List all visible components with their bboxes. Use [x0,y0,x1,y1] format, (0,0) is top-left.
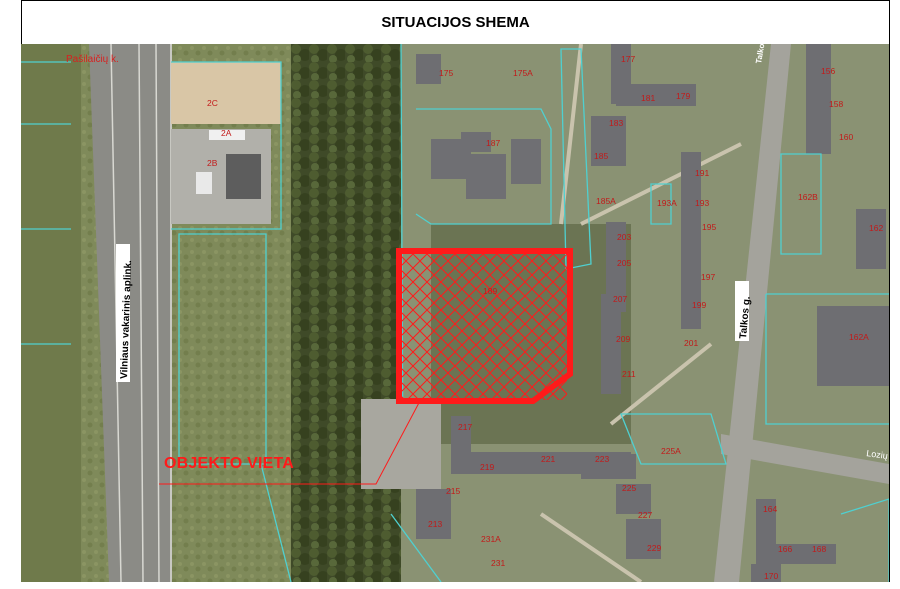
talkos-label-bg [735,281,749,341]
building-number: 189 [483,286,497,296]
building-number: 207 [613,294,627,304]
building-number: 162 [869,223,883,233]
building-number: 191 [695,168,709,178]
building-number: 209 [616,334,630,344]
building-number: 156 [821,66,835,76]
object-boundary [396,248,573,404]
parking-area [361,399,441,489]
lozu-road [721,434,889,484]
street-talkos: Talkos g. [738,296,753,340]
building-number: 203 [617,232,631,242]
building-number: 177 [621,54,635,64]
forest-left [21,44,81,582]
building-number: 225 [622,483,636,493]
building-number: 2C [207,98,218,108]
street-pasilaiciu: Pašilaičių k. [66,54,119,65]
building-number: 223 [595,454,609,464]
building-number: 215 [446,486,460,496]
building-number: 193A [657,198,677,208]
building-number: 205 [617,258,631,268]
building-number: 217 [458,422,472,432]
building-number: 229 [647,543,661,553]
building-number: 2A [221,128,232,138]
parcel-lines [21,44,889,582]
page-title: SITUACIJOS SHEMA [22,1,889,45]
building-number: 187 [486,138,500,148]
building-number: 185 [594,151,608,161]
canopy-2 [209,130,245,140]
building-number: 219 [480,462,494,472]
building-number: 211 [622,369,636,379]
bottom-margin [0,582,900,589]
building-number: 170 [764,571,778,581]
sand-lot [171,62,281,124]
street-vilnius-bypass: Vilniaus vakarinis aplink. [119,260,134,379]
building-number: 168 [812,544,826,554]
building-number: 185A [596,196,616,206]
building-number: 225A [661,446,681,456]
canopy [196,172,212,194]
building-number: 164 [763,504,777,514]
street-lozu: Lozių g. [866,448,889,462]
building-number: 221 [541,454,555,464]
building-number: 181 [641,93,655,103]
building-number: 231 [491,558,505,568]
building-number: 227 [638,510,652,520]
building-number: 231A [481,534,501,544]
building-number: 166 [778,544,792,554]
building-number: 201 [684,338,698,348]
building-number: 179 [676,91,690,101]
highway-label-bg [116,244,130,382]
building-number: 2B [207,158,218,168]
building-number: 193 [695,198,709,208]
building-number: 160 [839,132,853,142]
building-number: 162B [798,192,818,202]
aerial-map[interactable]: Vilniaus vakarinis aplink. Talkos g. Tal… [21,44,889,582]
building-number: 195 [702,222,716,232]
building-numbers: 2C 2A 2B 175 175A 177 181 179 183 185 18… [207,54,883,581]
building-number: 175 [439,68,453,78]
store-building [226,154,261,199]
object-location-label: OBJEKTO VIETA [164,455,295,472]
building-number: 162A [849,332,869,342]
school-building [431,132,541,199]
apartment-blocks [416,44,889,582]
object-leader-line [159,398,422,485]
building-number: 213 [428,519,442,529]
building-number: 183 [609,118,623,128]
building-number: 158 [829,99,843,109]
building-number: 199 [692,300,706,310]
building-number: 197 [701,272,715,282]
object-site[interactable] [396,248,573,404]
building-number: 175A [513,68,533,78]
